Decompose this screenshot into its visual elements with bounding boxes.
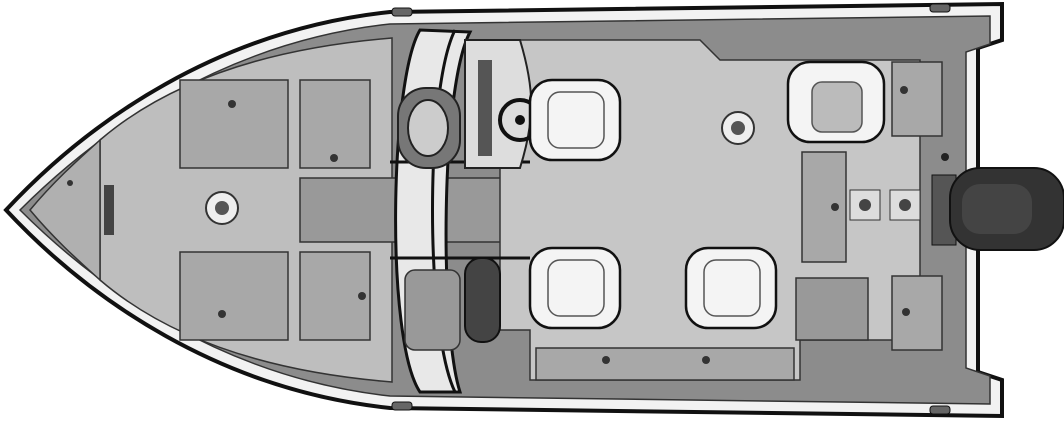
- anchor-locker: [104, 185, 114, 235]
- starboard-console: [464, 257, 501, 343]
- cleats: [391, 3, 951, 415]
- outboard-motor: [931, 167, 1064, 251]
- aft-center-hatch: [801, 151, 847, 263]
- aft-starboard-step: [795, 277, 869, 341]
- aft-starboard-hatch: [891, 275, 943, 351]
- seat-bases-aft: [849, 189, 921, 221]
- passenger-seat[interactable]: [528, 246, 622, 330]
- driver-seat[interactable]: [528, 78, 622, 162]
- helm-console: [464, 39, 533, 169]
- bow-cleat: [67, 180, 73, 186]
- starboard-storage-bench: [535, 347, 795, 381]
- port-glovebox: [407, 99, 449, 157]
- rear-seat[interactable]: [684, 246, 778, 330]
- cockpit-seat-base: [721, 111, 755, 145]
- bow-storage-hatches: [179, 79, 371, 341]
- bow-tip: [29, 138, 101, 282]
- bow-seat-base: [205, 191, 239, 225]
- aft-casting-seat[interactable]: [786, 60, 886, 144]
- aft-port-hatch: [891, 61, 943, 137]
- windshield-frame: [431, 29, 457, 393]
